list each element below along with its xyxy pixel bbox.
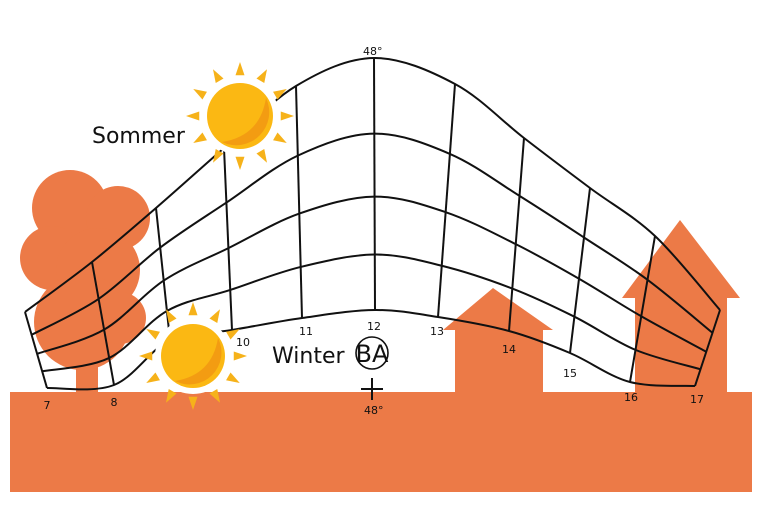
hour-label: 15 (563, 367, 577, 380)
sun-ray (213, 69, 224, 83)
sun-ray (256, 149, 267, 163)
zenith-bottom-angle: 48° (364, 404, 384, 417)
sun-ray (233, 351, 247, 361)
hour-line (295, 85, 303, 319)
hour-line (437, 83, 456, 318)
hour-line (91, 261, 115, 386)
summer-label: Sommer (92, 124, 186, 149)
hour-labels: 7 8 10 11 12 13 14 15 16 17 (44, 320, 705, 412)
hour-line (629, 235, 656, 383)
sun-ray (188, 302, 198, 316)
sun-ray (280, 111, 294, 121)
hour-label: 13 (430, 325, 444, 338)
sun-ray (193, 89, 207, 100)
hour-line (24, 311, 48, 389)
winter-label: Winter (272, 344, 345, 369)
hour-label: 16 (624, 391, 638, 404)
hour-label: 14 (502, 343, 516, 356)
sun-ray (273, 89, 287, 100)
sun-ray (213, 149, 224, 163)
hour-line (373, 57, 376, 311)
sun-ray (256, 69, 267, 83)
hour-line (569, 187, 591, 354)
sun-ray (235, 156, 245, 170)
sun-ray (139, 351, 153, 361)
hour-line (508, 137, 525, 332)
scenery (10, 170, 752, 492)
sun-ray (209, 389, 220, 403)
sun-ray (273, 132, 287, 143)
hour-label: 7 (44, 399, 51, 412)
hour-label: 17 (690, 393, 704, 406)
ground (10, 392, 752, 492)
winter-curve (46, 308, 696, 391)
sun-ray (226, 372, 240, 383)
hour-label: 11 (299, 325, 313, 338)
sun-ray (226, 329, 240, 340)
hour-label: 10 (236, 336, 250, 349)
sun-ray (188, 396, 198, 410)
ba-logo-text: BA (356, 340, 389, 368)
ba-logo: BA (355, 336, 389, 370)
sun-ray (193, 132, 207, 143)
zenith-top-angle: 48° (363, 45, 383, 58)
summer-sun-icon (186, 62, 294, 170)
hour-line (694, 309, 721, 387)
hour-line (223, 147, 233, 331)
sun-ray (166, 309, 177, 323)
zenith-marker (361, 378, 383, 400)
sun-ray (146, 329, 160, 340)
hour-label: 12 (367, 320, 381, 333)
hour-line (155, 207, 171, 341)
sun-ray (209, 309, 220, 323)
sun-ray (146, 372, 160, 383)
winter-sun-icon (139, 302, 247, 410)
sun-ray (235, 62, 245, 76)
small-house (443, 288, 553, 392)
sun-path-grid (24, 56, 721, 391)
sun-ray (186, 111, 200, 121)
sun-ray (166, 389, 177, 403)
hour-label: 8 (111, 396, 118, 409)
